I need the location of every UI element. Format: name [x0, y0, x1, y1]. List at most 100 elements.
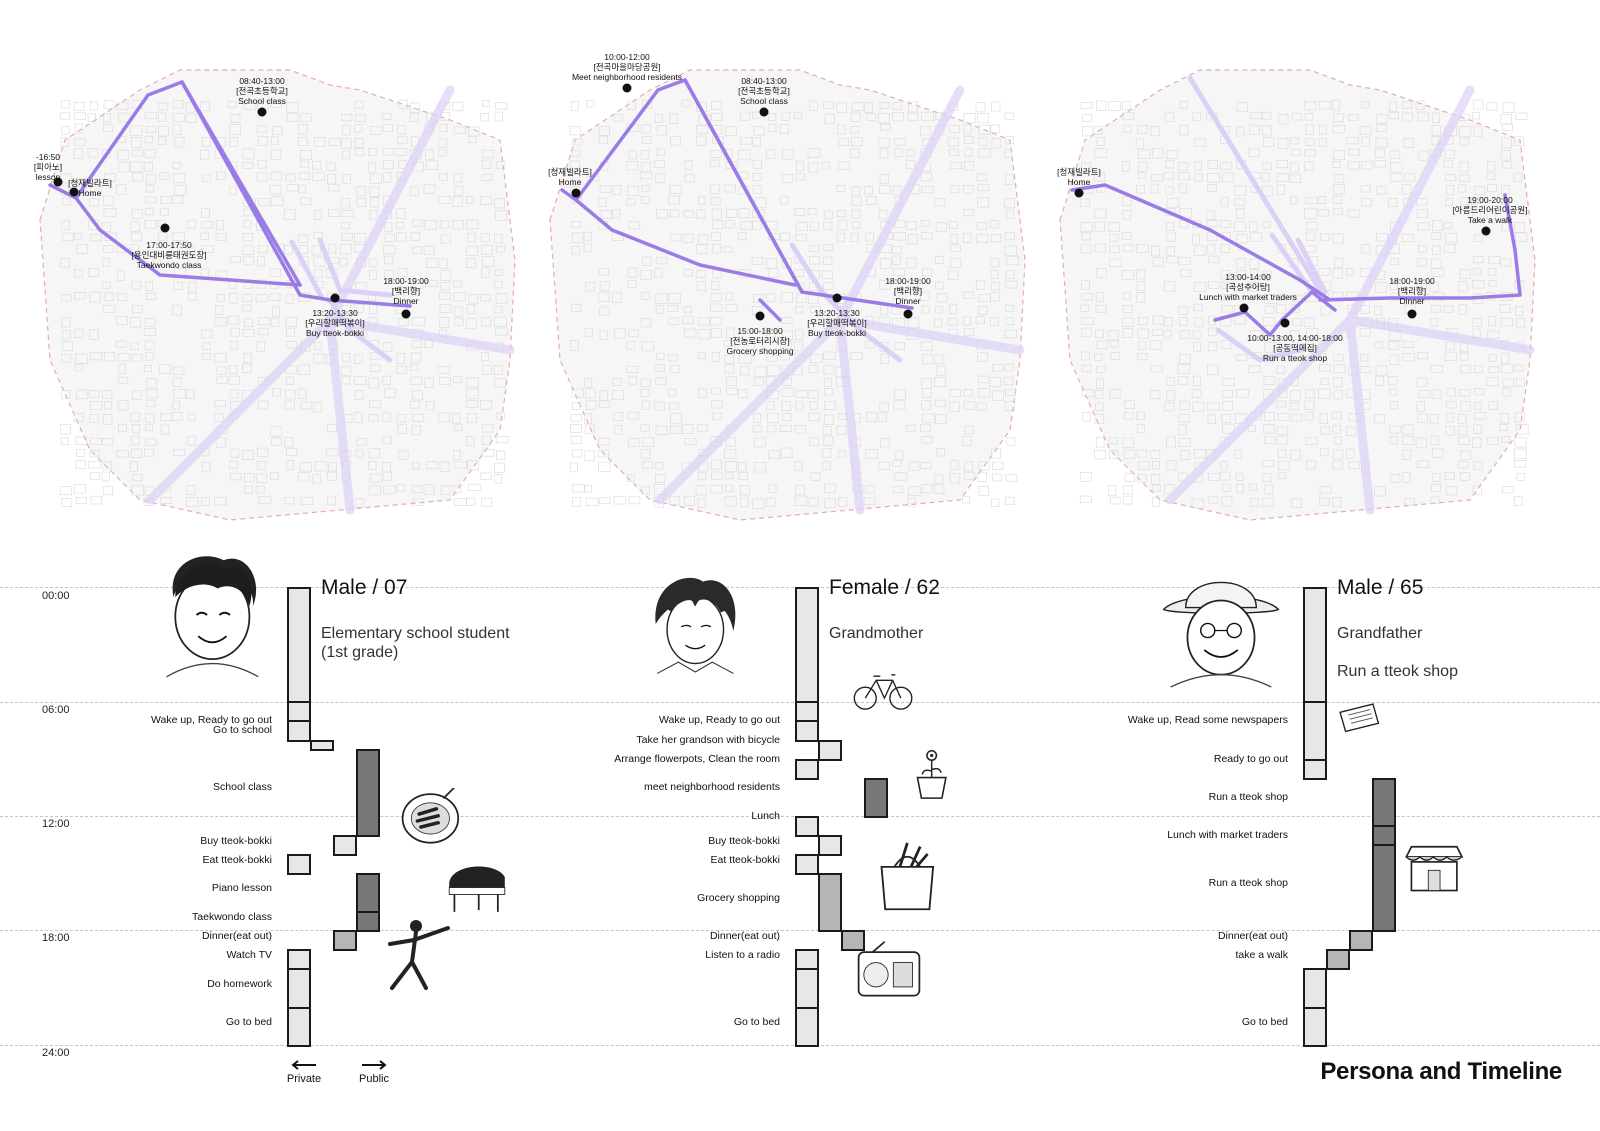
timeline-block-mid — [333, 930, 357, 952]
persona-role: (1st grade) — [321, 644, 399, 661]
legend-public: Public — [354, 1060, 394, 1085]
map-marker-dot — [1074, 188, 1084, 198]
timeline-block-private — [287, 720, 311, 742]
map-marker-dot — [622, 83, 632, 93]
map-marker-label: 13:20-13:30[우리할매떡볶이]Buy tteok-bokki — [807, 308, 866, 338]
marker-text: [피아노] — [33, 162, 63, 172]
map-marker-label: 18:00-19:00[백리향]Dinner — [1389, 276, 1434, 306]
marker-text: 08:40-13:00 — [239, 76, 285, 86]
activity-label: Wake up, Read some newspapers — [1127, 714, 1288, 727]
activity-label: Go to school — [213, 724, 272, 737]
timeline-block-public — [1372, 777, 1396, 828]
marker-text: 18:00-19:00 — [1389, 276, 1435, 286]
newspaper-icon — [1328, 700, 1396, 752]
timeline-block-private — [287, 853, 311, 876]
district-outline — [39, 69, 516, 521]
persona-gender-age: Male / 07 — [321, 576, 408, 599]
activity-label: Piano lesson — [211, 882, 272, 895]
legend-public-label: Public — [359, 1073, 389, 1085]
timeline-block-private — [818, 834, 842, 856]
marker-text: [청재빌라트] — [68, 178, 112, 188]
timeline-block-private — [1303, 758, 1327, 780]
marker-text: 19:00-20:00 — [1467, 195, 1513, 205]
route-path — [560, 78, 914, 310]
activity-label: Take her grandson with bicycle — [636, 733, 780, 746]
activity-label: Do homework — [207, 977, 272, 990]
road-network — [655, 85, 1025, 515]
boy-face — [140, 540, 290, 690]
activity-label: Dinner(eat out) — [709, 929, 780, 942]
timeline-block-private — [287, 587, 311, 704]
gridline-18 — [0, 930, 1600, 931]
tteok-shop-icon — [1398, 840, 1472, 904]
route-path — [1070, 183, 1332, 302]
map-drawing — [1059, 69, 1536, 521]
marker-text: 13:00-14:00 — [1225, 272, 1271, 282]
route-path — [1318, 193, 1522, 302]
timeline-block-private — [795, 758, 819, 780]
timeline-block-private — [287, 949, 311, 971]
activity-label: Buy tteok-bokki — [708, 834, 780, 847]
activity-label: Arrange flowerpots, Clean the room — [614, 752, 780, 765]
timeline-block-private — [310, 739, 334, 752]
timeline-block-mid — [1326, 949, 1350, 971]
map-marker-label: [청재빌라트]Home — [68, 178, 112, 198]
timeline-block-public — [1372, 844, 1396, 933]
activity-label: meet neighborhood residents — [643, 781, 780, 794]
marker-text: 15:00-18:00 — [737, 326, 783, 336]
map-marker-label: 17:00-17:50[용인대비룡태권도장]Taekwondo class — [131, 240, 206, 270]
persona-role-secondary: Run a tteok shop — [1337, 663, 1458, 680]
activity-label: Go to bed — [225, 1015, 272, 1028]
timeline-block-private — [333, 834, 357, 856]
map-marker-label: [청재빌라트]Home — [1057, 167, 1101, 187]
marker-text: [백리향] — [893, 286, 923, 296]
timeline-block-private — [818, 739, 842, 761]
map-marker-label: 10:00-13:00, 14:00-18:00[공동떡메집]Run a tte… — [1247, 333, 1342, 363]
persona-gender-age: Male / 65 — [1337, 576, 1424, 599]
timeline-block-private — [1303, 587, 1327, 704]
marker-text: 17:00-17:50 — [146, 240, 192, 250]
grocery-bag-icon — [876, 838, 946, 916]
marker-text: Buy tteok-bokki — [305, 328, 365, 338]
activity-label: Eat tteok-bokki — [710, 853, 780, 866]
persona-role: Elementary school student — [321, 625, 510, 642]
time-label-12: 12:00 — [42, 818, 70, 830]
activity-label: take a walk — [1235, 949, 1288, 962]
map-marker-dot — [755, 311, 765, 321]
map-marker-dot — [330, 293, 340, 303]
map-marker-label: 18:00-19:00[백리향]Dinner — [383, 276, 428, 306]
marker-text: Meet neighborhood residents — [571, 72, 683, 82]
building-texture — [59, 99, 509, 508]
timeline-block-private — [287, 701, 311, 723]
route-path — [574, 198, 797, 287]
activity-label: Lunch — [751, 809, 780, 822]
marker-text: [전곡초등학교] — [738, 86, 790, 96]
arrow-right-icon — [362, 1060, 387, 1070]
marker-text: [우리할매떡볶이] — [807, 318, 867, 328]
activity-label: Run a tteok shop — [1208, 790, 1288, 803]
map-marker-dot — [401, 309, 411, 319]
timeline-block-public — [356, 911, 380, 933]
marker-text: [공동떡메집] — [1273, 343, 1317, 353]
marker-text: [아름드리어린이공원] — [1452, 205, 1528, 215]
marker-text: Home — [558, 177, 582, 187]
marker-text: 18:00-19:00 — [383, 276, 429, 286]
route-path — [683, 78, 804, 294]
map-marker-dot — [1407, 309, 1417, 319]
legend-private: Private — [282, 1060, 326, 1085]
activity-label: Lunch with market traders — [1167, 828, 1288, 841]
activity-label: Dinner(eat out) — [1217, 929, 1288, 942]
timeline-block-private — [1303, 701, 1327, 761]
activity-label: Go to bed — [733, 1015, 780, 1028]
timeline-block-private — [287, 1006, 311, 1047]
marker-text: 13:20-13:30 — [312, 308, 358, 318]
marker-text: [곡성추어탕] — [1226, 282, 1270, 292]
marker-text: Dinner — [1399, 296, 1425, 306]
map-marker-dot — [53, 177, 63, 187]
route-path — [180, 80, 302, 287]
